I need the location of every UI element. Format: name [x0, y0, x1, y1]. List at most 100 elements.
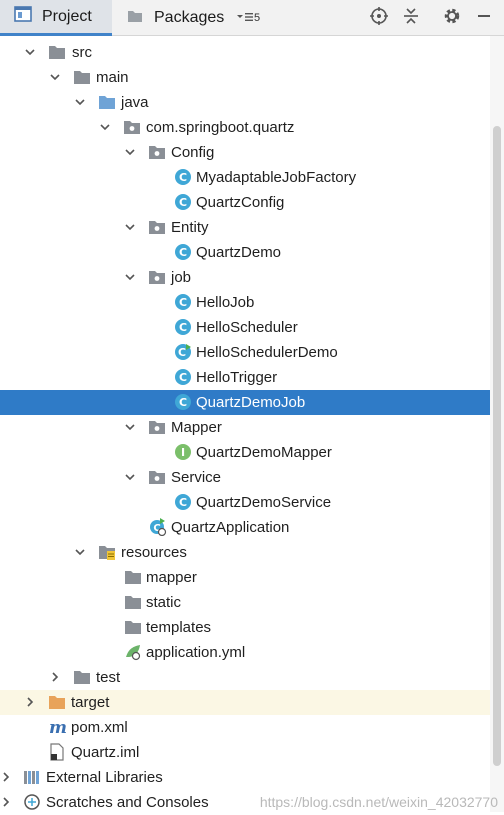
tree-node-test[interactable]: test — [0, 665, 504, 690]
node-label: External Libraries — [46, 769, 163, 786]
collapse-all-button[interactable] — [399, 6, 423, 30]
spring-boot-app-icon — [149, 518, 167, 536]
expand-arrow-icon[interactable] — [24, 46, 36, 58]
node-label: src — [72, 44, 92, 61]
tree-node-package[interactable]: com.springboot.quartz — [0, 115, 504, 140]
tree-node-mapper[interactable]: Mapper — [0, 415, 504, 440]
vertical-scrollbar[interactable] — [490, 36, 504, 812]
tab-project-label: Project — [42, 7, 92, 25]
interface-icon — [174, 443, 192, 461]
expand-arrow-icon[interactable] — [124, 221, 136, 233]
node-label: HelloScheduler — [196, 319, 298, 336]
node-label: job — [171, 269, 192, 286]
expand-arrow-icon[interactable] — [99, 121, 111, 133]
expand-arrow-icon[interactable] — [49, 71, 61, 83]
packages-view-icon — [126, 8, 144, 29]
expand-arrow-icon[interactable] — [124, 271, 136, 283]
expand-arrow-icon[interactable] — [124, 146, 136, 158]
locate-file-button[interactable] — [367, 6, 391, 30]
overflow-count: 5 — [254, 12, 261, 24]
node-label: HelloTrigger — [196, 369, 278, 386]
tree-node-config[interactable]: Config — [0, 140, 504, 165]
tree-node-quartzdemo[interactable]: QuartzDemo — [0, 240, 504, 265]
tree-node-main[interactable]: main — [0, 65, 504, 90]
tree-node-quartzdemojob[interactable]: QuartzDemoJob — [0, 390, 504, 415]
expand-arrow-icon[interactable] — [74, 546, 86, 558]
settings-button[interactable] — [440, 6, 464, 30]
node-label: test — [96, 669, 121, 686]
collapse-arrow-icon[interactable] — [0, 771, 12, 783]
tree-node-iml[interactable]: Quartz.iml — [0, 740, 504, 765]
tree-node-src[interactable]: src — [0, 40, 504, 65]
project-view-icon — [14, 6, 32, 27]
tree-node-application-yml[interactable]: application.yml — [0, 640, 504, 665]
package-icon — [148, 468, 166, 486]
collapse-arrow-icon[interactable] — [24, 696, 36, 708]
expand-arrow-icon[interactable] — [124, 421, 136, 433]
excluded-folder-icon — [48, 693, 66, 711]
hide-button[interactable] — [472, 6, 496, 30]
folder-icon — [124, 568, 142, 586]
tree-node-target[interactable]: target — [0, 690, 504, 715]
collapse-arrow-icon[interactable] — [49, 671, 61, 683]
tree-node-quartzapplication[interactable]: QuartzApplication — [0, 515, 504, 540]
folder-icon — [124, 593, 142, 611]
tree-node-job[interactable]: job — [0, 265, 504, 290]
project-tree: src main java com.springboot.quartz Conf… — [0, 36, 504, 812]
class-icon — [174, 368, 192, 386]
module-file-icon — [48, 743, 66, 761]
package-icon — [148, 218, 166, 236]
node-label: pom.xml — [71, 719, 128, 736]
scrollbar-thumb[interactable] — [493, 126, 501, 766]
overflow-tabs-button[interactable]: 5 — [236, 0, 260, 36]
tab-packages[interactable]: Packages — [120, 0, 224, 36]
tree-node-external-libraries[interactable]: External Libraries — [0, 765, 504, 790]
tree-node-service[interactable]: Service — [0, 465, 504, 490]
tree-node-scratches[interactable]: Scratches and Consoles — [0, 790, 504, 815]
tree-node-res-mapper[interactable]: mapper — [0, 565, 504, 590]
folder-icon — [73, 668, 91, 686]
resources-folder-icon — [98, 543, 116, 561]
tree-node-hellojob[interactable]: HelloJob — [0, 290, 504, 315]
tree-node-pom[interactable]: pom.xml — [0, 715, 504, 740]
node-label: java — [121, 94, 149, 111]
folder-icon — [73, 68, 91, 86]
spring-config-icon — [124, 643, 142, 661]
tree-node-java[interactable]: java — [0, 90, 504, 115]
class-icon — [174, 393, 192, 411]
tree-node-helloschedulerdemo[interactable]: HelloSchedulerDemo — [0, 340, 504, 365]
tree-node-quartzdemoservice[interactable]: QuartzDemoService — [0, 490, 504, 515]
folder-icon — [48, 43, 66, 61]
tree-node-resources[interactable]: resources — [0, 540, 504, 565]
gear-icon — [442, 6, 462, 30]
node-label: QuartzDemoMapper — [196, 444, 332, 461]
package-icon — [148, 143, 166, 161]
tab-project[interactable]: Project — [0, 0, 112, 36]
expand-arrow-icon[interactable] — [124, 471, 136, 483]
node-label: Scratches and Consoles — [46, 794, 209, 811]
package-icon — [148, 268, 166, 286]
tree-node-quartzdemomapper[interactable]: QuartzDemoMapper — [0, 440, 504, 465]
overflow-menu-icon — [236, 11, 254, 26]
tab-packages-label: Packages — [154, 9, 225, 26]
tree-node-quartzconfig[interactable]: QuartzConfig — [0, 190, 504, 215]
tree-node-static[interactable]: static — [0, 590, 504, 615]
tree-node-hellotrigger[interactable]: HelloTrigger — [0, 365, 504, 390]
crosshair-icon — [369, 6, 389, 30]
tree-node-templates[interactable]: templates — [0, 615, 504, 640]
runnable-class-icon — [174, 343, 192, 361]
tree-node-myadaptablejobfactory[interactable]: MyadaptableJobFactory — [0, 165, 504, 190]
collapse-arrow-icon[interactable] — [0, 796, 12, 808]
tree-node-helloscheduler[interactable]: HelloScheduler — [0, 315, 504, 340]
class-icon — [174, 193, 192, 211]
node-label: HelloJob — [196, 294, 255, 311]
project-toolwindow-header: Project Packages 5 — [0, 0, 504, 36]
expand-arrow-icon[interactable] — [74, 96, 86, 108]
package-icon — [123, 118, 141, 136]
node-label: Config — [171, 144, 215, 161]
node-label: com.springboot.quartz — [146, 119, 295, 136]
package-icon — [148, 418, 166, 436]
node-label: mapper — [146, 569, 197, 586]
node-label: main — [96, 69, 129, 86]
tree-node-entity[interactable]: Entity — [0, 215, 504, 240]
